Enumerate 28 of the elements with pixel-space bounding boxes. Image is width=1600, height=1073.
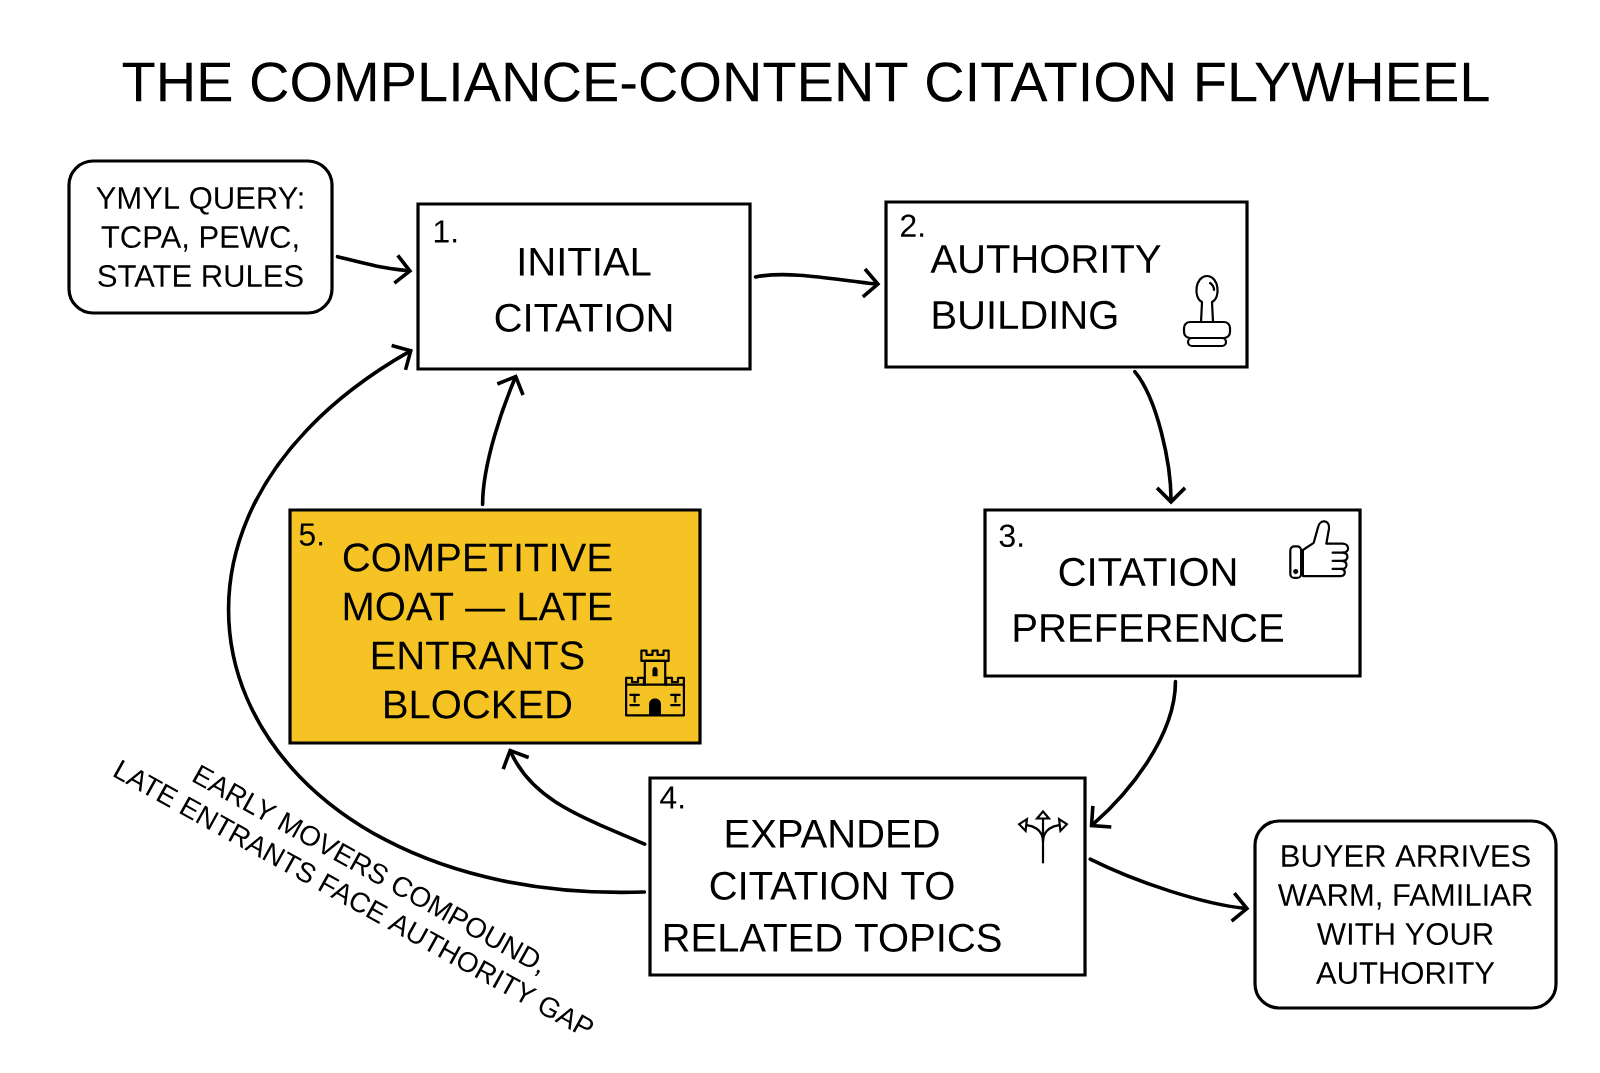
rounded-box [1253, 819, 1558, 1010]
step-number: 1. [434, 220, 457, 243]
step-label: CITATION PREFERENCE [1014, 557, 1283, 643]
arrow [1133, 369, 1187, 505]
arrow [753, 267, 881, 299]
arrow [1089, 679, 1178, 829]
arrow [335, 254, 413, 285]
rounded-box [67, 159, 334, 315]
step-label: EXPANDED CITATION TO RELATED TOPICS [664, 820, 1001, 952]
step-label: AUTHORITY BUILDING [930, 244, 1161, 330]
arrow [480, 374, 525, 507]
step-number: 5. [299, 523, 323, 546]
callout-text: YMYL QUERY: TCPA, PEWC, STATE RULES [96, 187, 303, 287]
callout-text: BUYER ARRIVES WARM, FAMILIAR WITH YOUR AUTHORITY [1277, 845, 1532, 984]
step-box [983, 508, 1362, 678]
step-number: 3. [999, 524, 1023, 548]
step-box [884, 200, 1249, 369]
step-label: INITIAL CITATION [495, 248, 672, 332]
arrow [501, 748, 647, 846]
title: THE COMPLIANCE-CONTENT CITATION FLYWHEEL [122, 62, 1489, 102]
step-number: 4. [660, 786, 684, 809]
arrow [228, 343, 647, 894]
step-label: COMPETITIVE MOAT — LATE ENTRANTS BLOCKED [343, 543, 612, 719]
step-number: 2. [901, 214, 924, 237]
step-box [288, 508, 702, 745]
step-box [416, 202, 752, 371]
step-box [648, 776, 1087, 977]
arrow [1088, 857, 1250, 923]
